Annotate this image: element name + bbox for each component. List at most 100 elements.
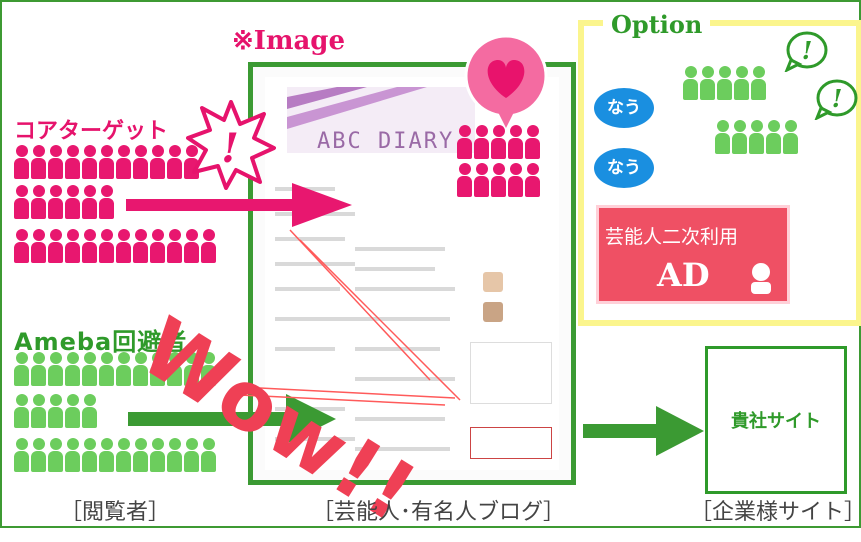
exclaim-bubble-icon: ! (784, 31, 828, 72)
content-line (355, 417, 445, 421)
person-icon (14, 185, 29, 219)
person-icon (14, 145, 29, 179)
person-icon (751, 263, 771, 294)
now-bubble: なう (594, 148, 654, 188)
content-line (355, 267, 435, 271)
person-icon (31, 185, 46, 219)
exclamation-burst-icon: ! (186, 100, 276, 190)
person-icon (116, 229, 131, 263)
person-icon (48, 352, 63, 386)
sidebar-line (275, 317, 355, 321)
person-icon (48, 229, 63, 263)
person-icon (65, 438, 80, 472)
person-icon (457, 125, 472, 159)
person-icon (751, 66, 766, 100)
person-icon (474, 163, 489, 197)
crowd-row (14, 438, 216, 472)
person-icon (184, 438, 199, 472)
sidebar-line (275, 287, 340, 291)
avatar (483, 272, 503, 292)
person-icon (14, 352, 29, 386)
person-icon (48, 394, 63, 428)
crowd-row (715, 120, 798, 154)
person-icon (201, 352, 216, 386)
sidebar-line (275, 262, 355, 266)
person-icon (65, 229, 80, 263)
person-icon (116, 145, 131, 179)
person-icon (184, 229, 199, 263)
person-icon (133, 229, 148, 263)
person-icon (150, 352, 165, 386)
person-icon (31, 229, 46, 263)
heart-bubble (464, 34, 548, 128)
sidebar-line (275, 347, 335, 351)
person-icon (167, 145, 182, 179)
crowd-row (683, 66, 766, 100)
person-icon (82, 438, 97, 472)
person-icon (133, 352, 148, 386)
person-icon (31, 394, 46, 428)
company-site-label: 貴社サイト (731, 411, 821, 432)
person-icon (184, 352, 199, 386)
exclaim-bubble-icon: ! (814, 79, 858, 120)
content-line (355, 247, 445, 251)
person-icon (31, 352, 46, 386)
person-icon (201, 229, 216, 263)
person-icon (683, 66, 698, 100)
person-icon (732, 120, 747, 154)
person-icon (717, 66, 732, 100)
person-icon (508, 163, 523, 197)
person-icon (99, 352, 114, 386)
content-line (355, 377, 455, 381)
exclaim-text: ! (832, 84, 843, 113)
person-icon (184, 145, 199, 179)
person-icon (133, 438, 148, 472)
person-icon (766, 120, 781, 154)
ad-subtitle: 芸能人二次利用 (605, 226, 739, 248)
crowd-row (14, 352, 216, 386)
heart-icon (487, 60, 525, 98)
avatar (483, 302, 503, 322)
exclaim-text: ! (221, 125, 239, 172)
core-target-label: コアターゲット (14, 119, 169, 144)
person-icon (150, 229, 165, 263)
crowd-row (14, 185, 114, 219)
image-label: ※Image (232, 26, 346, 56)
sidebar-line (275, 187, 335, 191)
person-icon (525, 125, 540, 159)
person-icon (82, 229, 97, 263)
sidebar-widget (470, 427, 552, 459)
person-icon (82, 185, 97, 219)
person-icon (99, 438, 114, 472)
person-icon (65, 394, 80, 428)
person-icon (167, 438, 182, 472)
ad-title: AD (657, 256, 710, 294)
sidebar-widget (470, 342, 552, 404)
person-icon (65, 352, 80, 386)
blog-banner: ABC DIARY (287, 87, 475, 154)
now-bubble: なう (594, 88, 654, 128)
person-icon (491, 125, 506, 159)
caption-viewers: ［閲覧者］ (60, 500, 171, 525)
person-icon (48, 145, 63, 179)
person-icon (82, 394, 97, 428)
person-icon (48, 438, 63, 472)
person-icon (133, 145, 148, 179)
content-line (355, 447, 450, 451)
person-icon (116, 438, 131, 472)
crowd-row (14, 394, 97, 428)
person-icon (31, 145, 46, 179)
exclaim-text: ! (802, 36, 813, 65)
option-label: Option (603, 10, 711, 39)
crowd-row (457, 125, 540, 159)
content-line (355, 317, 450, 321)
person-icon (150, 438, 165, 472)
person-icon (508, 125, 523, 159)
celebrity-ad-box: 芸能人二次利用 AD (596, 205, 790, 304)
ameba-avoider-label: Ameba回避者 (14, 328, 188, 356)
person-icon (65, 185, 80, 219)
person-icon (150, 145, 165, 179)
person-icon (99, 229, 114, 263)
person-icon (457, 163, 472, 197)
person-icon (715, 120, 730, 154)
